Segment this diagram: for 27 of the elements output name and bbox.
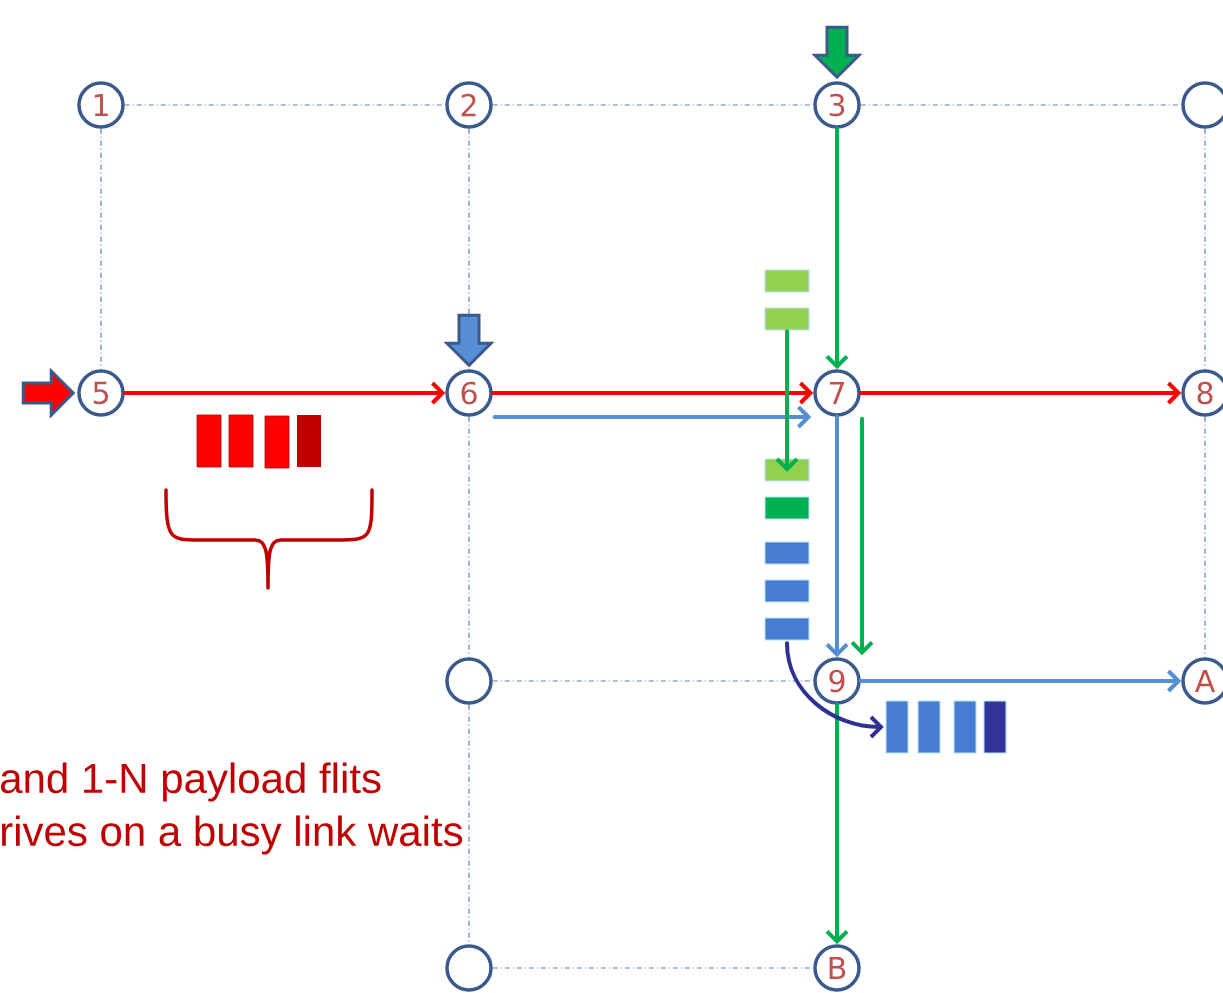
- arrow: [858, 669, 1182, 693]
- grid-line: [124, 104, 446, 106]
- arrow: [122, 381, 446, 405]
- grid-line: [492, 967, 814, 969]
- arrow: [490, 381, 814, 405]
- grid-line: [100, 128, 102, 370]
- arrow: [785, 641, 884, 739]
- grid-line: [468, 416, 470, 658]
- grid-line: [1204, 128, 1206, 370]
- arrow: [850, 416, 874, 656]
- arrow: [775, 329, 799, 472]
- router-circle: [445, 944, 493, 992]
- grid-line: [1204, 416, 1206, 658]
- flit-queue: [885, 700, 1007, 754]
- grid-line: [492, 680, 814, 682]
- flit-queue: [764, 458, 810, 641]
- grid-line: [860, 104, 1182, 106]
- caption-text: rives on a busy link waits: [0, 814, 465, 856]
- flit-queue: [764, 269, 810, 331]
- arrow: [858, 381, 1182, 405]
- arrow: [825, 126, 849, 370]
- arrow: [492, 405, 812, 429]
- caption-text: and 1-N payload flits: [0, 761, 384, 803]
- router-circle: [445, 657, 493, 705]
- arrow: [825, 414, 849, 658]
- arrow: [825, 702, 849, 945]
- grid-line: [492, 104, 814, 106]
